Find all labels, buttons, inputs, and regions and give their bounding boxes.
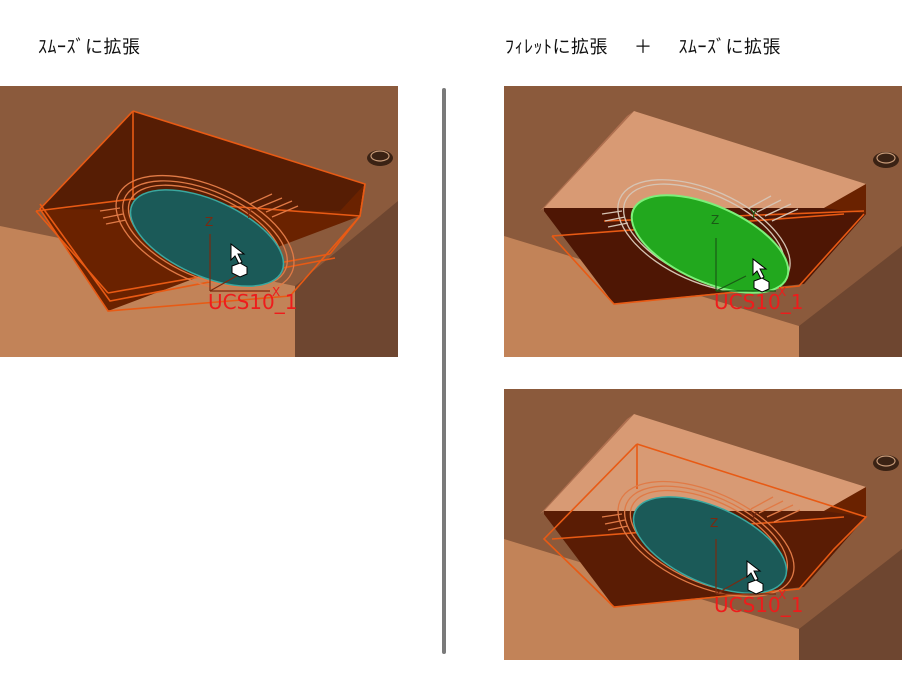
caption-smooth-only: ｽﾑｰｽﾞに拡張 [38, 37, 141, 58]
pocket-back-wall [544, 414, 866, 511]
caption-fillet: ﾌｨﾚｯﾄに拡張 [505, 37, 608, 58]
bolt-hole [873, 455, 899, 471]
axis-z-label: Z [711, 213, 719, 227]
axis-z-label: Z [205, 215, 213, 229]
axis-y-label: Y [749, 510, 758, 524]
ucs-label: UCS10_1 [208, 290, 297, 314]
selected-face [129, 189, 285, 287]
selected-face-green [630, 194, 790, 294]
viewport-fillet-smooth-result[interactable]: Z Y X UCS10_1 [504, 389, 902, 660]
viewport-smooth-only[interactable]: Z Y X UCS10_1 [0, 86, 398, 357]
axis-x-label: X [778, 285, 786, 299]
axis-x-label: X [272, 285, 280, 299]
axis-x-label: X [778, 588, 786, 602]
axis-z-label: Z [710, 516, 718, 530]
ucs-label: UCS10_1 [714, 593, 803, 617]
axis-y-label: Y [244, 207, 253, 221]
mouse-pointer-icon [752, 257, 770, 293]
block-side-face [295, 201, 398, 357]
block-side-face [799, 246, 902, 357]
cad-scene-smooth-only: Z Y X UCS10_1 [0, 86, 398, 357]
ucs-axes [715, 238, 776, 292]
cad-scene-fillet-selected: Z Y X UCS10_1 [504, 86, 902, 357]
cad-scene-fillet-smooth-result: Z Y X UCS10_1 [504, 389, 902, 660]
block-side-face [799, 549, 902, 660]
caption-smooth: ｽﾑｰｽﾞに拡張 [678, 37, 781, 58]
bolt-hole [367, 150, 393, 166]
pocket-back-wall [544, 111, 866, 208]
caption-fillet-plus-smooth: ﾌｨﾚｯﾄに拡張 ＋ ｽﾑｰｽﾞに拡張 [505, 33, 781, 59]
ucs-label: UCS10_1 [714, 290, 803, 314]
ucs-axes [715, 539, 776, 595]
viewport-fillet-selected[interactable]: Z Y X UCS10_1 [504, 86, 902, 357]
mouse-pointer-icon [746, 559, 764, 595]
plus-sign: ＋ [634, 37, 653, 58]
ucs-axes [209, 234, 270, 292]
bolt-hole [873, 152, 899, 168]
axis-y-label: Y [749, 207, 758, 221]
mouse-pointer-icon [230, 242, 248, 278]
divider-line [442, 88, 446, 654]
